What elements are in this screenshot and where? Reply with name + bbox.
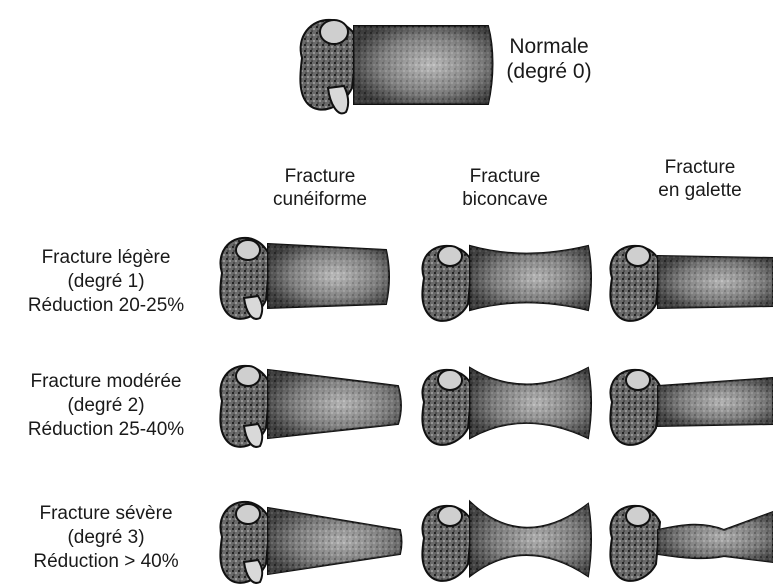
- row-label-moderate: Fracture modérée (degré 2) Réduction 25-…: [0, 370, 212, 442]
- column-label-crush: Fracture en galette: [630, 156, 770, 202]
- vertebra-normal: [292, 8, 502, 120]
- vertebra-wedge-severe: [214, 492, 404, 587]
- vertebra-biconcave-severe: [416, 496, 596, 587]
- column-label-biconcave: Fracture biconcave: [430, 165, 580, 211]
- row-label-severe: Fracture sévère (degré 3) Réduction > 40…: [0, 502, 212, 574]
- normal-label: Normale (degré 0): [494, 34, 604, 84]
- vertebra-wedge-mild: [214, 228, 394, 323]
- vertebra-biconcave-moderate: [416, 360, 596, 450]
- row-label-mild: Fracture légère (degré 1) Réduction 20-2…: [0, 246, 212, 318]
- vertebra-crush-moderate: [604, 360, 773, 450]
- column-label-cuneiform: Fracture cunéiforme: [240, 165, 400, 211]
- vertebra-crush-mild: [604, 236, 773, 326]
- vertebra-biconcave-mild: [416, 236, 596, 326]
- vertebra-wedge-moderate: [214, 356, 404, 451]
- vertebra-crush-severe: [604, 496, 773, 587]
